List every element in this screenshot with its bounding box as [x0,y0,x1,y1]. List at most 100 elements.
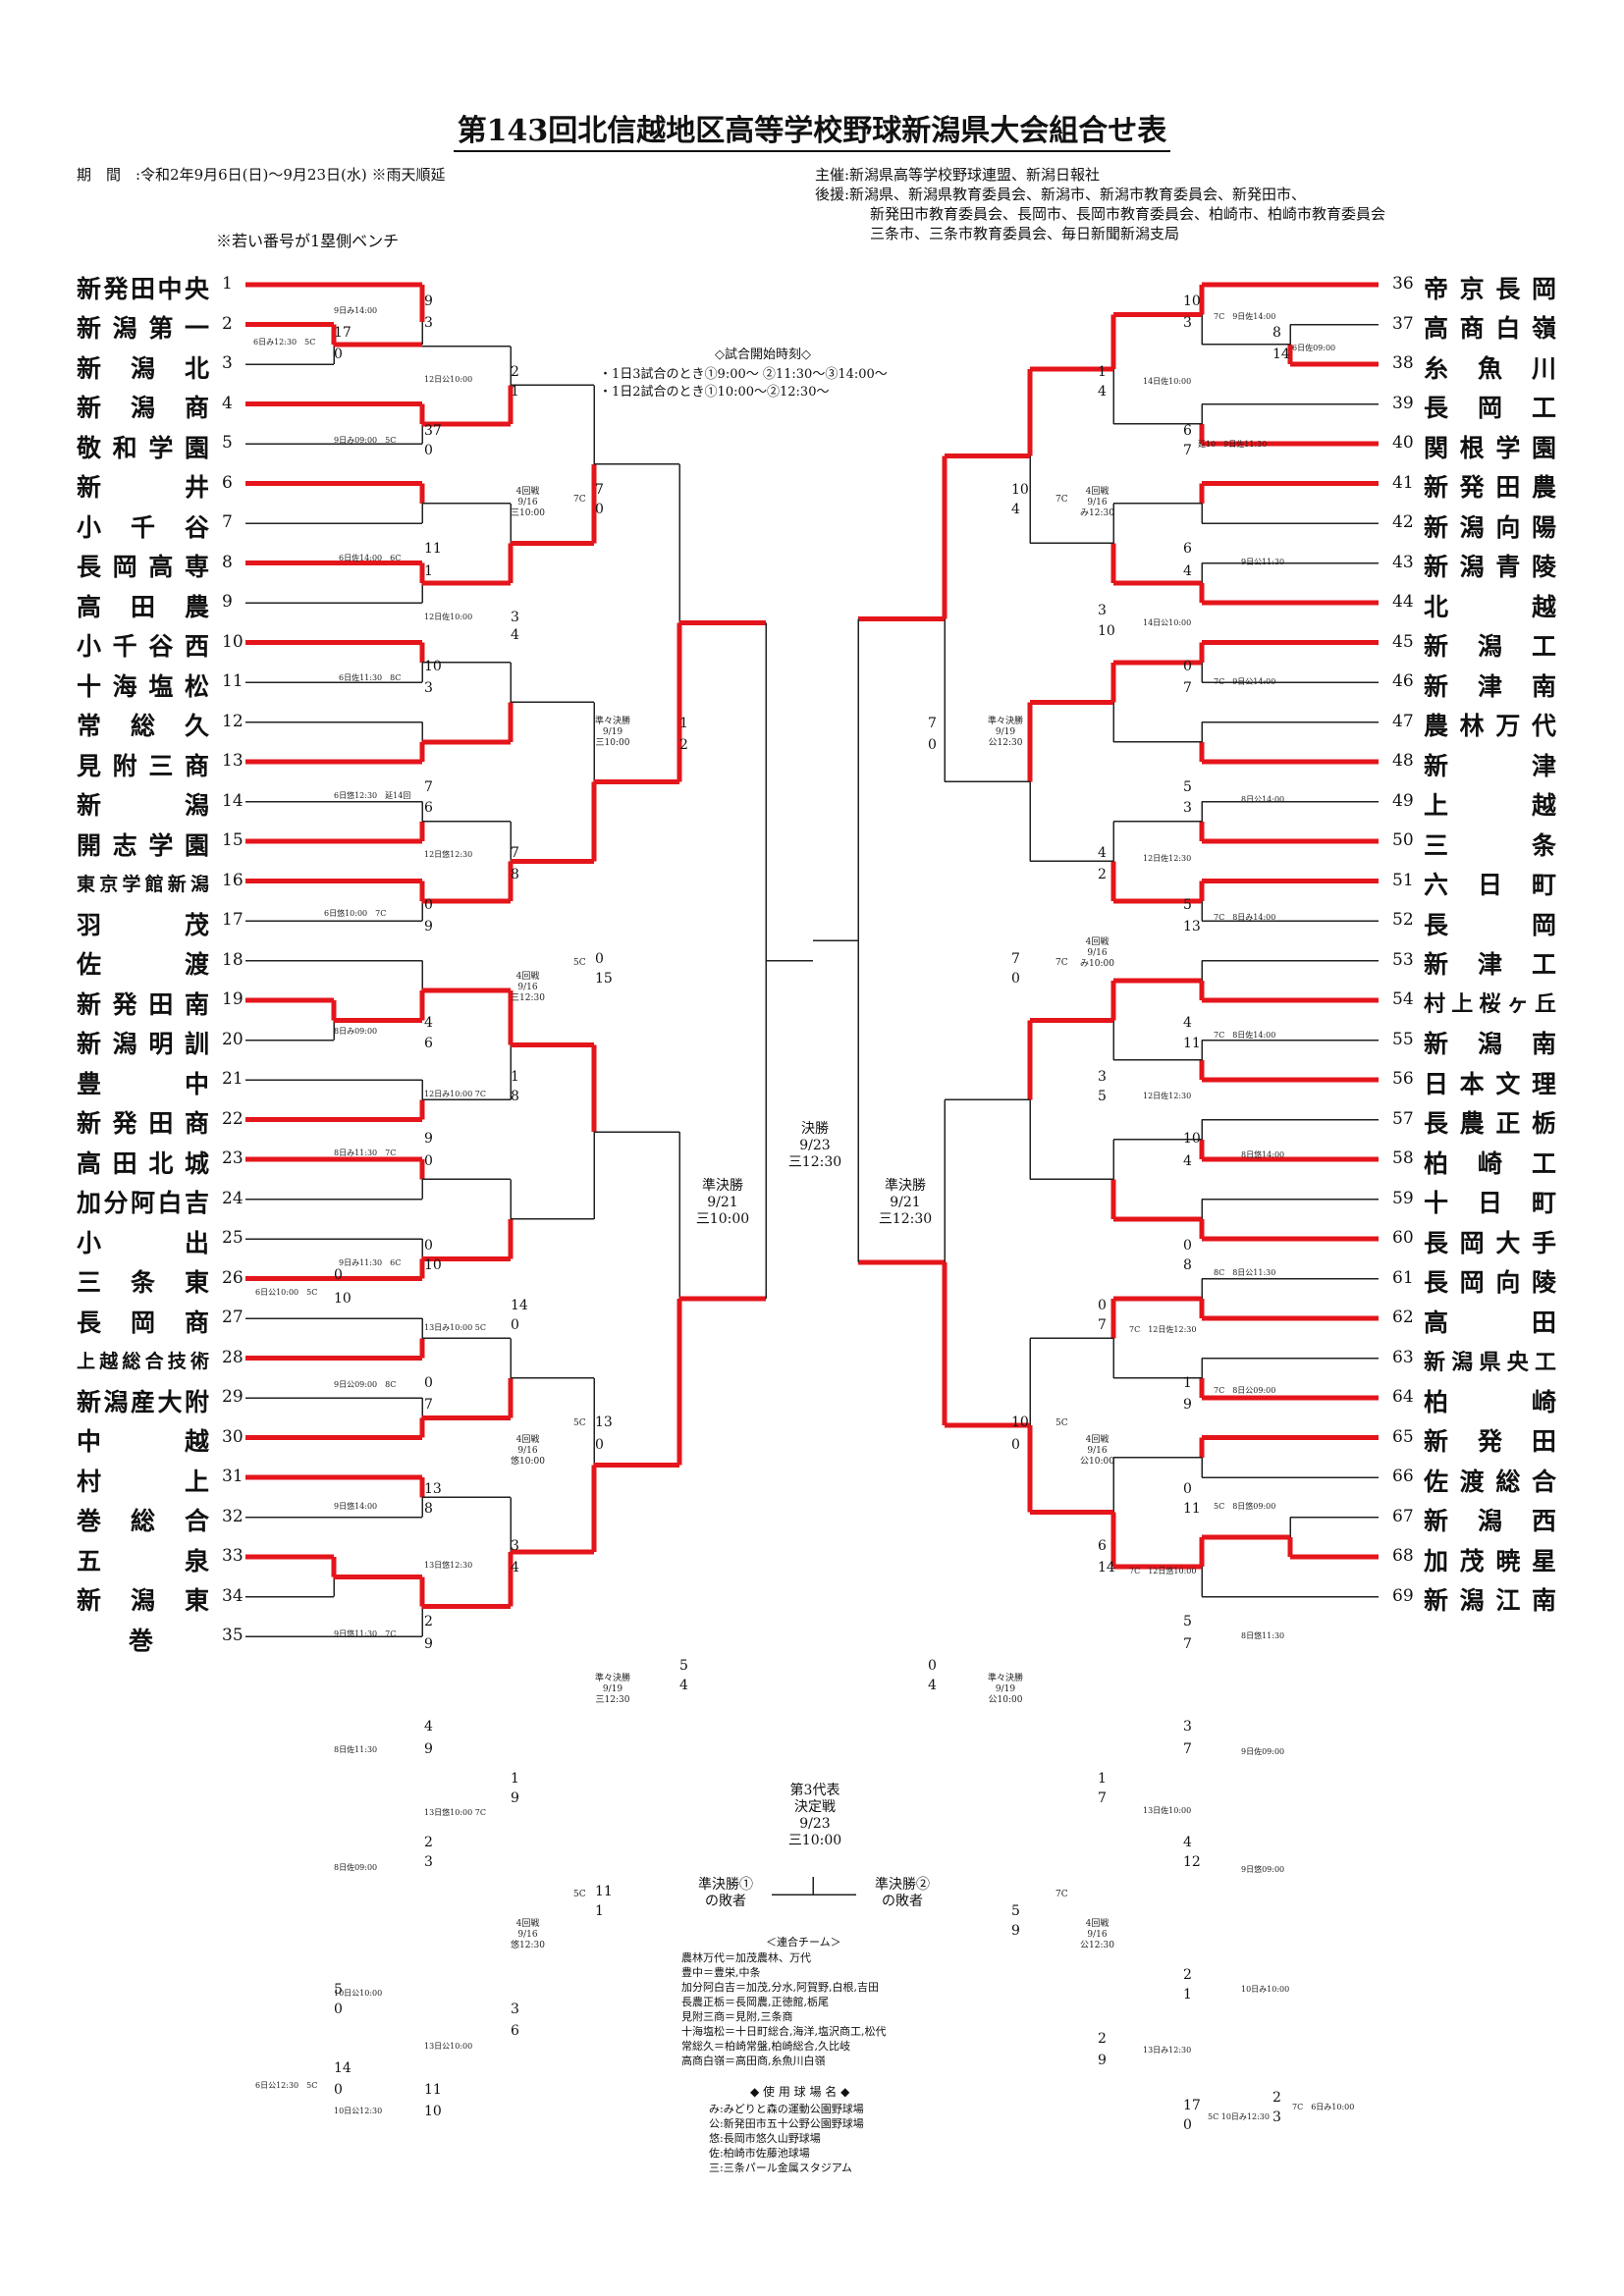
score: 7 [595,482,604,498]
score: 5 [1183,897,1192,913]
score: 2 [1098,2031,1107,2047]
score: 4 [1098,845,1107,861]
joint-team-line: 高商白嶺＝高田商,糸魚川白嶺 [681,2055,826,2067]
team-name-left: 巻 総 合 [77,1507,209,1535]
score: 0 [928,1658,937,1674]
match-note: 6日公12:30 5C [255,2081,318,2090]
match-note: 7C 9日佐14:00 [1214,312,1276,321]
score: 3 [1098,603,1107,618]
score: 1 [511,1771,519,1787]
round-note: 準々決勝 9/19 三12:30 [595,1674,631,1705]
team-number-left: 5 [222,433,233,453]
round-note: 準々決勝 9/19 公10:00 [988,1674,1024,1705]
team-number-left: 11 [222,671,244,691]
score: 0 [1183,1238,1192,1254]
round-note: 4回戦 9/16 み10:00 [1080,937,1114,969]
score: 3 [1098,1069,1107,1085]
score: 0 [595,951,604,967]
third-right-label: 準決勝② [875,1877,930,1893]
team-name-right: 帝京長岡 [1424,274,1556,303]
score: 14 [511,1298,528,1313]
round-note: 4回戦 9/16 公12:30 [1080,1919,1114,1950]
team-number-left: 34 [222,1585,244,1606]
match-note: 9日悠09:00 [1241,1865,1285,1874]
team-name-right: 糸 魚 川 [1424,353,1556,383]
score: 15 [595,971,613,987]
round-note: 7C [1056,958,1068,968]
score: 4 [1183,1835,1192,1850]
match-note: 6日佐14:00 6C [339,554,402,562]
score: 0 [334,2002,343,2017]
team-number-right: 36 [1392,274,1414,294]
team-name-left: 三 条 東 [77,1268,209,1297]
third-place-right: 準決勝② の敗者 [858,1877,947,1910]
team-number-left: 12 [222,711,244,731]
team-number-left: 3 [222,353,233,373]
team-number-right: 65 [1392,1426,1414,1447]
match-note: 6日悠12:30 延14回 [334,791,411,800]
score: 14 [1098,1560,1115,1575]
third-left-label: 準決勝① [698,1877,753,1893]
score: 0 [424,1238,433,1254]
score: 11 [424,2082,442,2098]
score: 1 [595,1903,604,1919]
team-name-left: 小 千 谷 [77,512,209,542]
score: 2 [424,1835,433,1850]
semi-left-block: 準決勝 9/21 三10:00 [674,1178,772,1228]
score: 4 [511,1560,519,1575]
team-name-right: 新潟県央工 [1424,1349,1556,1375]
team-number-right: 52 [1392,910,1414,930]
match-note: 13日み12:30 [1143,2046,1192,2055]
team-name-left: 巻 [128,1626,153,1655]
third-right-label2: の敗者 [882,1894,923,1909]
team-number-right: 57 [1392,1108,1414,1129]
team-name-left: 新 潟 商 [77,394,209,422]
score: 17 [1183,2098,1201,2113]
semi-right-date: 9/21 [890,1195,921,1210]
team-number-left: 18 [222,949,244,970]
match-note: 5C 10日み12:30 [1208,2112,1270,2121]
score: 37 [424,423,442,439]
score: 7 [1183,1741,1192,1757]
match-note: 10日公12:30 [334,2107,383,2115]
team-number-right: 51 [1392,870,1414,890]
score: 8 [1183,1257,1192,1273]
match-note: 12日佐12:30 [1143,854,1192,863]
third-left-label2: の敗者 [705,1894,746,1909]
final-block: 決勝 9/23 三12:30 [766,1121,864,1171]
match-note: 延10 9日佐11:30 [1198,440,1268,449]
score: 3 [511,2002,519,2017]
score: 10 [424,1257,442,1273]
team-number-left: 14 [222,790,244,811]
score: 1 [511,384,519,400]
team-number-right: 58 [1392,1148,1414,1168]
venue-line: 公:新発田市五十公野公園野球場 [709,2117,864,2130]
match-note: 6日悠10:00 7C [324,909,387,918]
team-name-right: 上 越 [1424,791,1556,820]
team-number-right: 67 [1392,1506,1414,1526]
score: 3 [424,680,433,696]
team-name-right: 新潟向陽 [1424,512,1556,542]
score: 2 [424,1614,433,1629]
score: 2 [1098,867,1107,882]
sponsor-line-1: 後援:新潟県、新潟県教育委員会、新潟市、新潟市教育委員会、新発田市、 [815,186,1307,203]
match-note: 8日み11:30 7C [334,1148,397,1157]
team-name-right: 三 条 [1424,830,1556,860]
third-place-label2: 決定戦 [794,1799,836,1815]
match-note: 12日佐10:00 [424,613,473,621]
match-note: 13日悠12:30 [424,1561,473,1570]
team-name-right: 高 田 [1424,1308,1556,1337]
score: 13 [424,1481,442,1497]
score: 0 [928,737,937,753]
team-number-left: 33 [222,1546,244,1566]
match-note: 6日み12:30 5C [253,338,316,347]
round-note: 準々決勝 9/19 三10:00 [595,717,631,748]
sponsor-line-3: 三条市、三条市教育委員会、毎日新聞新潟支局 [870,225,1180,242]
team-name-right: 新潟青陵 [1424,553,1556,581]
match-note: 7C 9日公14:00 [1214,677,1276,686]
score: 1 [1098,364,1107,380]
score: 3 [424,315,433,331]
team-name-left: 開志学園 [77,830,209,860]
joint-team-line: 長農正栃＝長岡農,正徳館,栃尾 [681,1996,829,2008]
score: 9 [424,1741,433,1757]
